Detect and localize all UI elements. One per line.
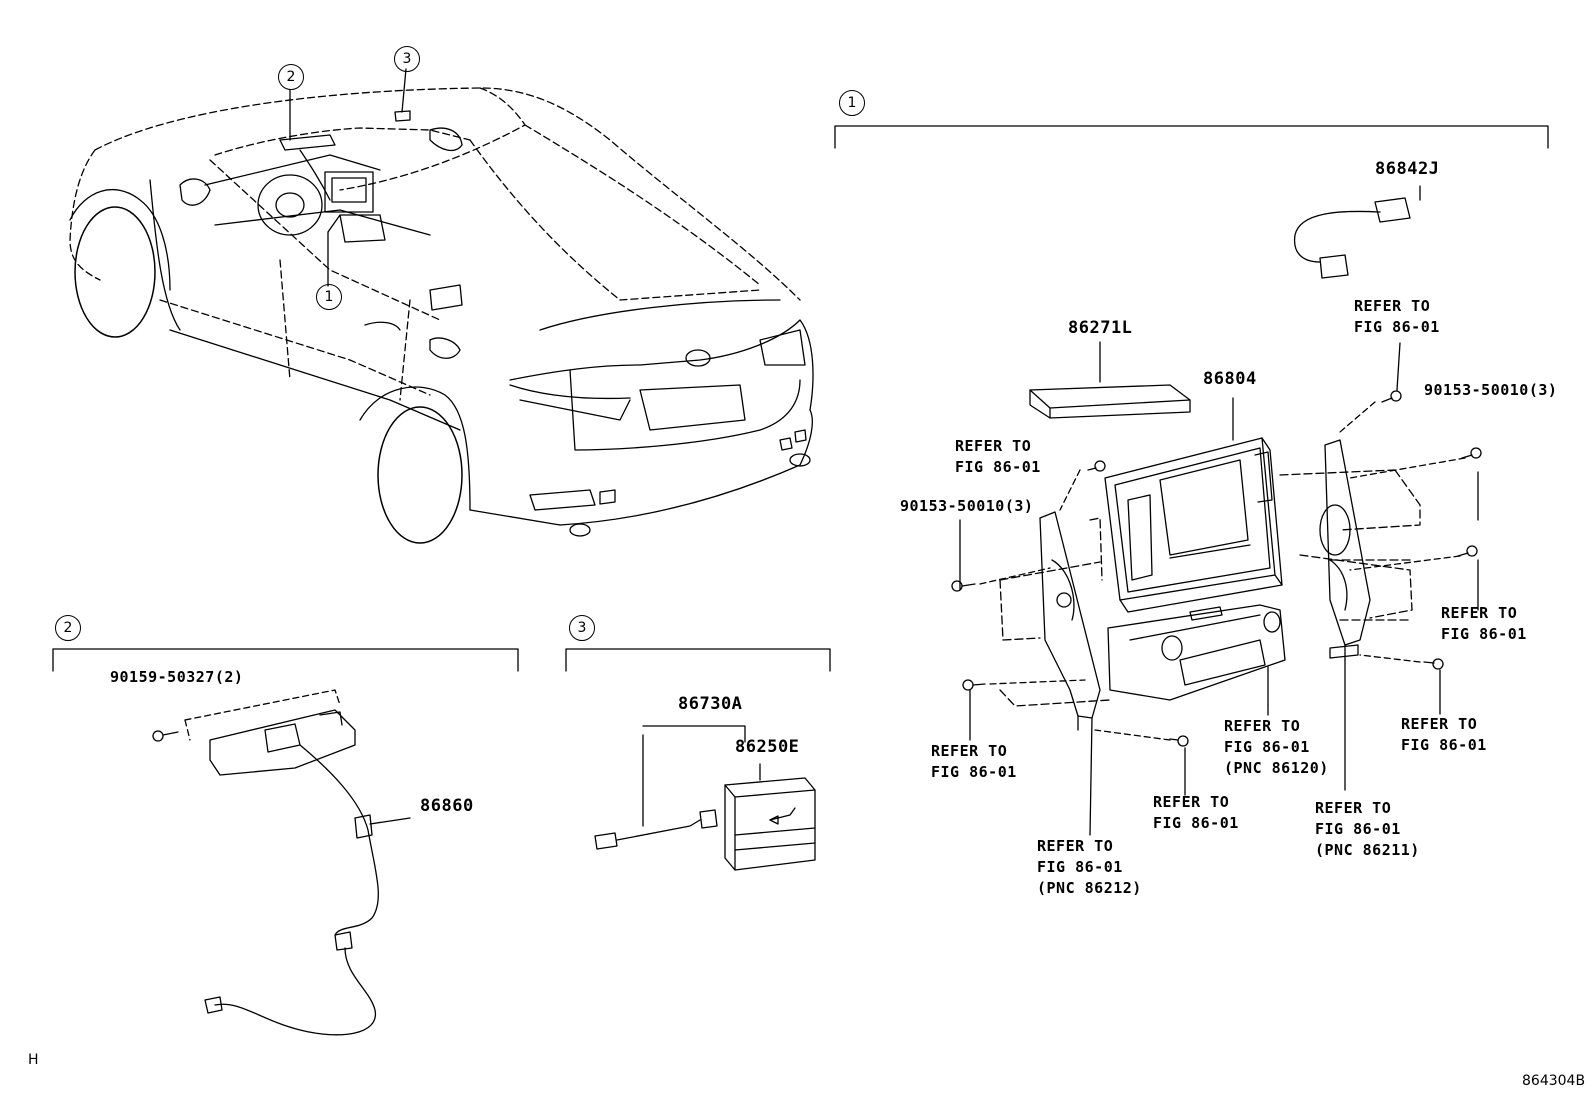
callout-car-2: 2 — [278, 64, 304, 90]
callout-group-3: 3 — [569, 615, 595, 641]
part-label-86842J: 86842J — [1375, 159, 1440, 179]
mount-frame-drawing — [999, 469, 1421, 707]
refer-label-center-low: REFER TO FIG 86-01 — [1153, 793, 1239, 832]
part-label-86860: 86860 — [420, 796, 474, 816]
group1-bracket — [834, 125, 1549, 149]
part-label-86250E: 86250E — [735, 737, 800, 757]
part-86842J-drawing — [1293, 185, 1421, 279]
screws-group1 — [951, 390, 1482, 747]
callout-group-1: 1 — [839, 90, 865, 116]
part-label-86271L: 86271L — [1068, 318, 1133, 338]
refer-label-left-bottom: REFER TO FIG 86-01 — [931, 742, 1017, 781]
car-illustration — [69, 68, 814, 544]
refer-label-left-top: REFER TO FIG 86-01 — [955, 437, 1041, 476]
part-label-86730A: 86730A — [678, 694, 743, 714]
refer-label-right-mid: REFER TO FIG 86-01 — [1441, 604, 1527, 643]
part-86804-drawing — [1104, 397, 1283, 613]
footer-left-mark: H — [28, 1052, 39, 1068]
callout-car-1: 1 — [316, 284, 342, 310]
callout-car-3: 3 — [394, 46, 420, 72]
figure-code: 864304B — [1522, 1073, 1586, 1089]
screw-label-90159: 90159-50327(2) — [110, 668, 244, 686]
part-86730A-drawing — [594, 725, 746, 850]
group2-bracket — [52, 648, 519, 672]
leaders-group1 — [959, 342, 1479, 836]
refer-label-pnc-86211: REFER TO FIG 86-01 (PNC 86211) — [1315, 799, 1420, 859]
refer-label-pnc-86212: REFER TO FIG 86-01 (PNC 86212) — [1037, 837, 1142, 897]
refer-label-top-right: REFER TO FIG 86-01 — [1354, 297, 1440, 336]
part-86860-drawing — [152, 689, 411, 1036]
lower-unit-drawing — [1107, 604, 1286, 706]
right-bracket-drawing — [1319, 439, 1371, 661]
part-86250E-drawing — [724, 763, 816, 871]
refer-label-pnc-86120: REFER TO FIG 86-01 (PNC 86120) — [1224, 717, 1329, 777]
group3-bracket — [565, 648, 831, 672]
part-86271L-drawing — [1029, 341, 1191, 419]
part-label-86804: 86804 — [1203, 369, 1257, 389]
refer-label-right-low: REFER TO FIG 86-01 — [1401, 715, 1487, 754]
screw-label-90153-left: 90153-50010(3) — [900, 497, 1034, 515]
screw-label-90153-right: 90153-50010(3) — [1424, 381, 1558, 399]
left-bracket-drawing — [1039, 511, 1101, 731]
callout-group-2: 2 — [55, 615, 81, 641]
